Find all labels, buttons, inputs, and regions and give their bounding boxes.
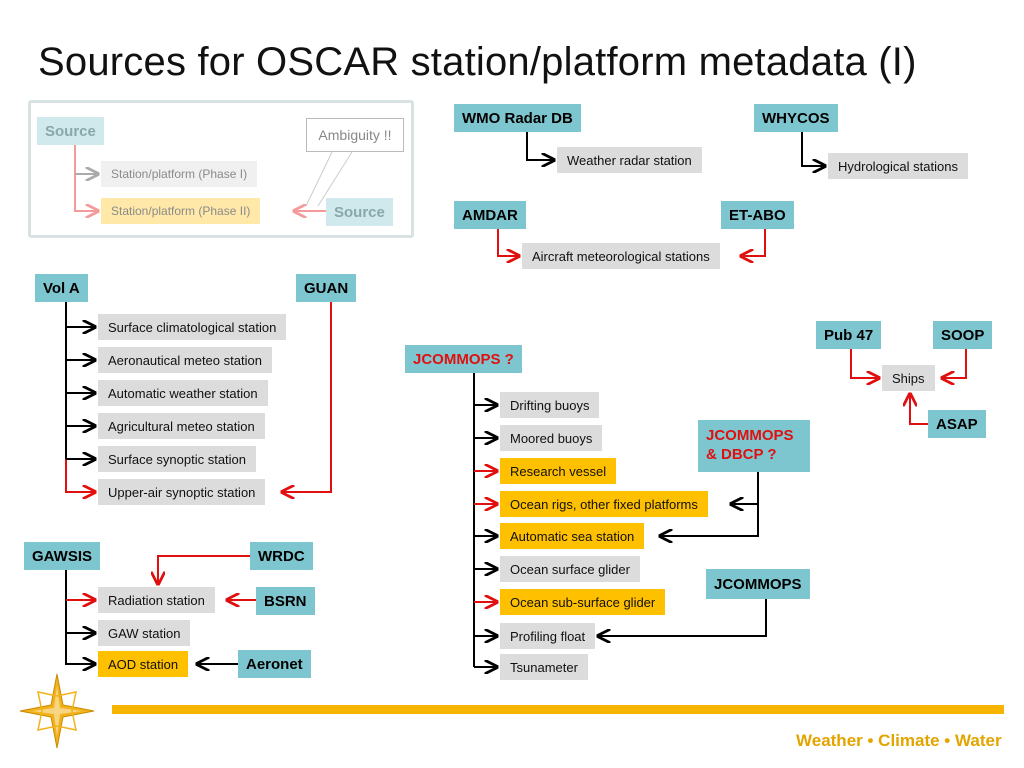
footer-accent-bar bbox=[112, 705, 1004, 714]
source-jcommops-question: JCOMMOPS ? bbox=[405, 345, 522, 373]
station-gaw: GAW station bbox=[98, 620, 191, 646]
station-automatic-weather: Automatic weather station bbox=[98, 380, 268, 406]
station-ships: Ships bbox=[882, 365, 935, 391]
legend-phase1-station: Station/platform (Phase I) bbox=[101, 161, 258, 187]
station-ocean-rigs: Ocean rigs, other fixed platforms bbox=[500, 491, 708, 517]
station-aircraft: Aircraft meteorological stations bbox=[522, 243, 720, 269]
source-whycos: WHYCOS bbox=[754, 104, 838, 132]
station-drifting-buoys: Drifting buoys bbox=[500, 392, 600, 418]
source-wrdc: WRDC bbox=[250, 542, 313, 570]
station-moored-buoys: Moored buoys bbox=[500, 425, 603, 451]
brand-tagline: Weather • Climate • Water bbox=[796, 731, 1002, 750]
station-hydrological: Hydrological stations bbox=[828, 153, 968, 179]
station-tsunameter: Tsunameter bbox=[500, 654, 588, 680]
source-wmo-radar-db: WMO Radar DB bbox=[454, 104, 581, 132]
source-asap: ASAP bbox=[928, 410, 986, 438]
station-radiation: Radiation station bbox=[98, 587, 215, 613]
wmo-star-icon bbox=[19, 673, 95, 749]
legend-source-bottom: Source bbox=[326, 198, 393, 226]
station-surface-synoptic: Surface synoptic station bbox=[98, 446, 257, 472]
source-vol-a: Vol A bbox=[35, 274, 88, 302]
station-upper-air-synoptic: Upper-air synoptic station bbox=[98, 479, 266, 505]
source-pub47: Pub 47 bbox=[816, 321, 882, 349]
station-surface-climatological: Surface climatological station bbox=[98, 314, 287, 340]
station-research-vessel: Research vessel bbox=[500, 458, 617, 484]
source-amdar: AMDAR bbox=[454, 201, 526, 229]
station-ocean-surface-glider: Ocean surface glider bbox=[500, 556, 640, 582]
station-aod: AOD station bbox=[98, 651, 189, 677]
source-soop: SOOP bbox=[933, 321, 993, 349]
legend-frame bbox=[28, 100, 414, 238]
station-ocean-sub-surface-glider: Ocean sub-surface glider bbox=[500, 589, 666, 615]
source-jcommops-dbcp: JCOMMOPS & DBCP ? bbox=[698, 420, 810, 472]
legend-phase2-station: Station/platform (Phase II) bbox=[101, 198, 261, 224]
legend-source-top: Source bbox=[37, 117, 104, 145]
page-title: Sources for OSCAR station/platform metad… bbox=[38, 40, 917, 84]
ambiguity-callout: Ambiguity !! bbox=[306, 118, 404, 152]
source-jcommops: JCOMMOPS bbox=[706, 569, 810, 599]
source-aeronet: Aeronet bbox=[238, 650, 311, 678]
source-et-abo: ET-ABO bbox=[721, 201, 794, 229]
station-agricultural-meteo: Agricultural meteo station bbox=[98, 413, 265, 439]
station-automatic-sea: Automatic sea station bbox=[500, 523, 645, 549]
source-bsrn: BSRN bbox=[256, 587, 315, 615]
source-gawsis: GAWSIS bbox=[24, 542, 101, 570]
source-guan: GUAN bbox=[296, 274, 357, 302]
station-weather-radar: Weather radar station bbox=[557, 147, 702, 173]
station-profiling-float: Profiling float bbox=[500, 623, 596, 649]
station-aeronautical-meteo: Aeronautical meteo station bbox=[98, 347, 272, 373]
